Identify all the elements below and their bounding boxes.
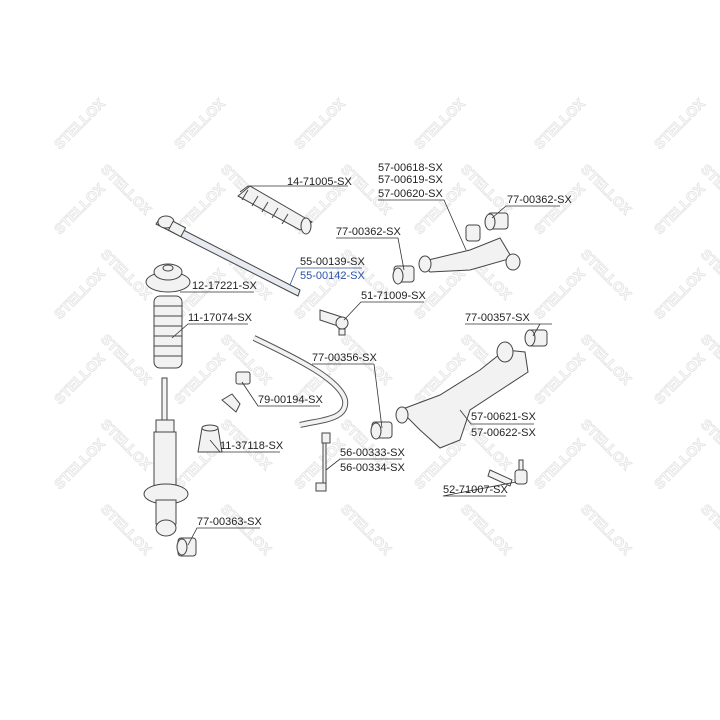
lower-control-arm-part	[395, 341, 529, 449]
stabilizer-bar-part	[252, 335, 349, 428]
part-label-12-17221[interactable]: 12-17221-SX	[192, 280, 257, 292]
upper-arm-bush-mid-part	[392, 265, 415, 285]
stabilizer-link-part	[315, 432, 331, 492]
part-label-56-00333[interactable]: 56-00333-SX	[340, 447, 405, 459]
tie-rod-part	[155, 215, 301, 297]
steering-boot-part	[237, 185, 313, 235]
part-label-56-00334[interactable]: 56-00334-SX	[340, 462, 405, 474]
part-label-55-00139[interactable]: 55-00139-SX	[300, 256, 365, 268]
part-label-11-17074[interactable]: 11-17074-SX	[188, 312, 253, 324]
lower-arm-bush-rear-part	[524, 329, 548, 347]
upper-control-arm-part	[418, 224, 521, 273]
ball-joint-part	[487, 459, 528, 487]
part-label-77-00356[interactable]: 77-00356-SX	[312, 352, 377, 364]
strut-boot-part	[153, 295, 183, 369]
part-label-57-00622[interactable]: 57-00622-SX	[471, 427, 536, 439]
stabilizer-bush-part	[221, 371, 251, 413]
shock-bush-part	[176, 537, 197, 557]
leader-lines	[171, 185, 560, 546]
lower-arm-bush-front-part	[370, 421, 393, 440]
part-label-51-71009[interactable]: 51-71009-SX	[361, 290, 426, 302]
part-label-77-00357[interactable]: 77-00357-SX	[465, 312, 530, 324]
tie-rod-end-part	[319, 309, 349, 336]
part-label-77-00363[interactable]: 77-00363-SX	[197, 516, 262, 528]
part-label-11-37118[interactable]: 11-37118-SX	[220, 440, 284, 452]
part-label-57-00621[interactable]: 57-00621-SX	[471, 411, 536, 423]
part-label-57-00619[interactable]: 57-00619-SX	[378, 174, 443, 186]
part-label-52-71007[interactable]: 52-71007-SX	[443, 484, 508, 496]
part-label-57-00618[interactable]: 57-00618-SX	[378, 162, 443, 174]
part-label-79-00194[interactable]: 79-00194-SX	[258, 394, 323, 406]
part-label-77-00362-mid[interactable]: 77-00362-SX	[336, 226, 401, 238]
strut-mount-part	[145, 263, 191, 293]
shock-absorber-part	[143, 377, 189, 537]
part-label-14-71005[interactable]: 14-71005-SX	[287, 176, 352, 188]
part-label-55-00142[interactable]: 55-00142-SX	[300, 270, 365, 282]
upper-arm-bush-right-part	[484, 212, 509, 231]
bump-stop-part	[197, 424, 223, 453]
part-label-57-00620[interactable]: 57-00620-SX	[378, 188, 443, 200]
part-label-77-00362-right[interactable]: 77-00362-SX	[507, 194, 572, 206]
